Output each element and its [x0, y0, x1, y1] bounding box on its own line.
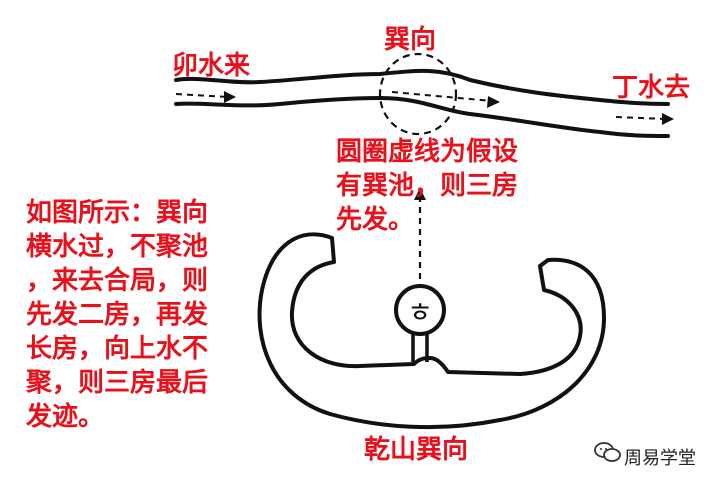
- river-upper-bank: [174, 68, 670, 106]
- paragraph-line-7: 发迹。: [26, 402, 105, 432]
- pool-note-line-2: 有巽池，则三房: [336, 171, 518, 201]
- arrow-heads: [224, 91, 674, 200]
- paragraph-line-5: 长房，向上水不: [26, 334, 209, 364]
- inflow-arrow: [175, 93, 229, 98]
- hypothetical-pool-circle: [378, 52, 458, 136]
- water-in-label: 卯水来: [172, 51, 251, 81]
- midflow-arrow: [391, 91, 493, 102]
- pool-note: 圆圈虚线为假设 有巽池，则三房 先发。: [336, 137, 518, 235]
- inflow-arrowhead: [224, 91, 236, 103]
- outflow-arrow: [615, 116, 667, 120]
- house-glyph: ㅎ: [407, 296, 433, 329]
- midflow-arrowhead: [487, 96, 500, 108]
- paragraph-line-1: 如图所示：巽向: [26, 198, 209, 228]
- house-circle: [394, 284, 446, 336]
- paragraph-line-4: 先发二房，再发: [26, 300, 209, 330]
- paragraph-line-6: 聚，则三房最后: [26, 368, 209, 398]
- pool-note-line-3: 先发。: [336, 204, 414, 235]
- watermark: 周易学堂: [624, 444, 696, 470]
- paragraph-line-2: 横水过，不聚池: [26, 232, 209, 262]
- vertical-arrowhead: [414, 188, 426, 200]
- flow-arrows: [175, 91, 667, 120]
- pool-note-line-1: 圆圈虚线为假设: [336, 137, 518, 167]
- watermark-text: 周易学堂: [624, 448, 696, 469]
- wechat-icon: [594, 442, 621, 462]
- river: [174, 68, 670, 138]
- river-lower-bank: [174, 96, 670, 138]
- outflow-arrowhead: [662, 113, 674, 125]
- house-stem: [411, 334, 429, 362]
- direction-top-label: 巽向: [384, 24, 436, 55]
- water-out-label: 丁水去: [612, 73, 690, 103]
- paragraph-line-3: ，来去合局，则: [26, 266, 209, 296]
- explanation-paragraph: 如图所示：巽向 横水过，不聚池 ，来去合局，则 先发二房，再发 长房，向上水不 …: [26, 196, 276, 434]
- bottom-label: 乾山巽向: [364, 434, 468, 465]
- mountain-outline: [257, 232, 606, 430]
